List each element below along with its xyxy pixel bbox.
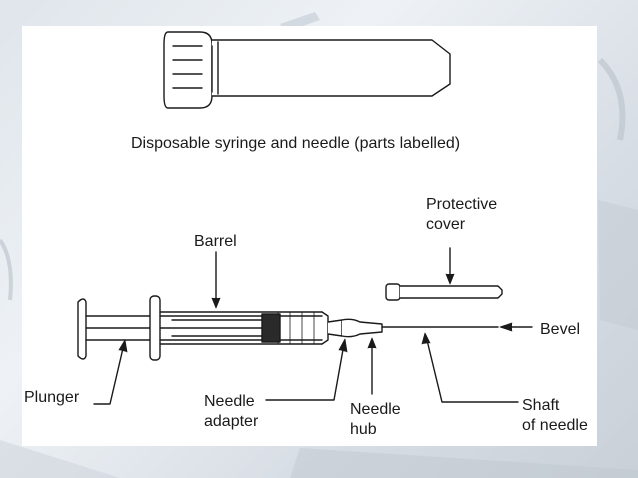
needle-adapter-leader bbox=[265, 343, 345, 401]
label-barrel: Barrel bbox=[194, 233, 237, 250]
protective-cover-shape bbox=[385, 283, 503, 301]
label-plunger: Plunger bbox=[24, 389, 80, 406]
shaft-leader bbox=[425, 335, 519, 403]
needle-hub-shape bbox=[341, 318, 383, 338]
barrel-shape bbox=[149, 295, 329, 361]
needle-adapter-shape bbox=[327, 319, 343, 337]
syringe-diagram-svg bbox=[77, 31, 533, 405]
label-protective-cover: Protective cover bbox=[426, 196, 498, 233]
label-bevel: Bevel bbox=[540, 321, 581, 338]
diagram-caption: Disposable syringe and needle (parts lab… bbox=[131, 135, 461, 152]
plunger-leader bbox=[93, 343, 125, 405]
label-needle-hub: Needle hub bbox=[350, 401, 401, 438]
plunger-seal bbox=[261, 313, 281, 343]
label-shaft-of-needle: Shaft of needle bbox=[522, 397, 588, 434]
diagram-panel: Disposable syringe and needle (parts lab… bbox=[22, 26, 597, 446]
plunger-shape bbox=[77, 298, 263, 360]
enlarged-protective-cap bbox=[163, 31, 451, 109]
label-needle-adapter: Needle adapter bbox=[204, 393, 259, 430]
